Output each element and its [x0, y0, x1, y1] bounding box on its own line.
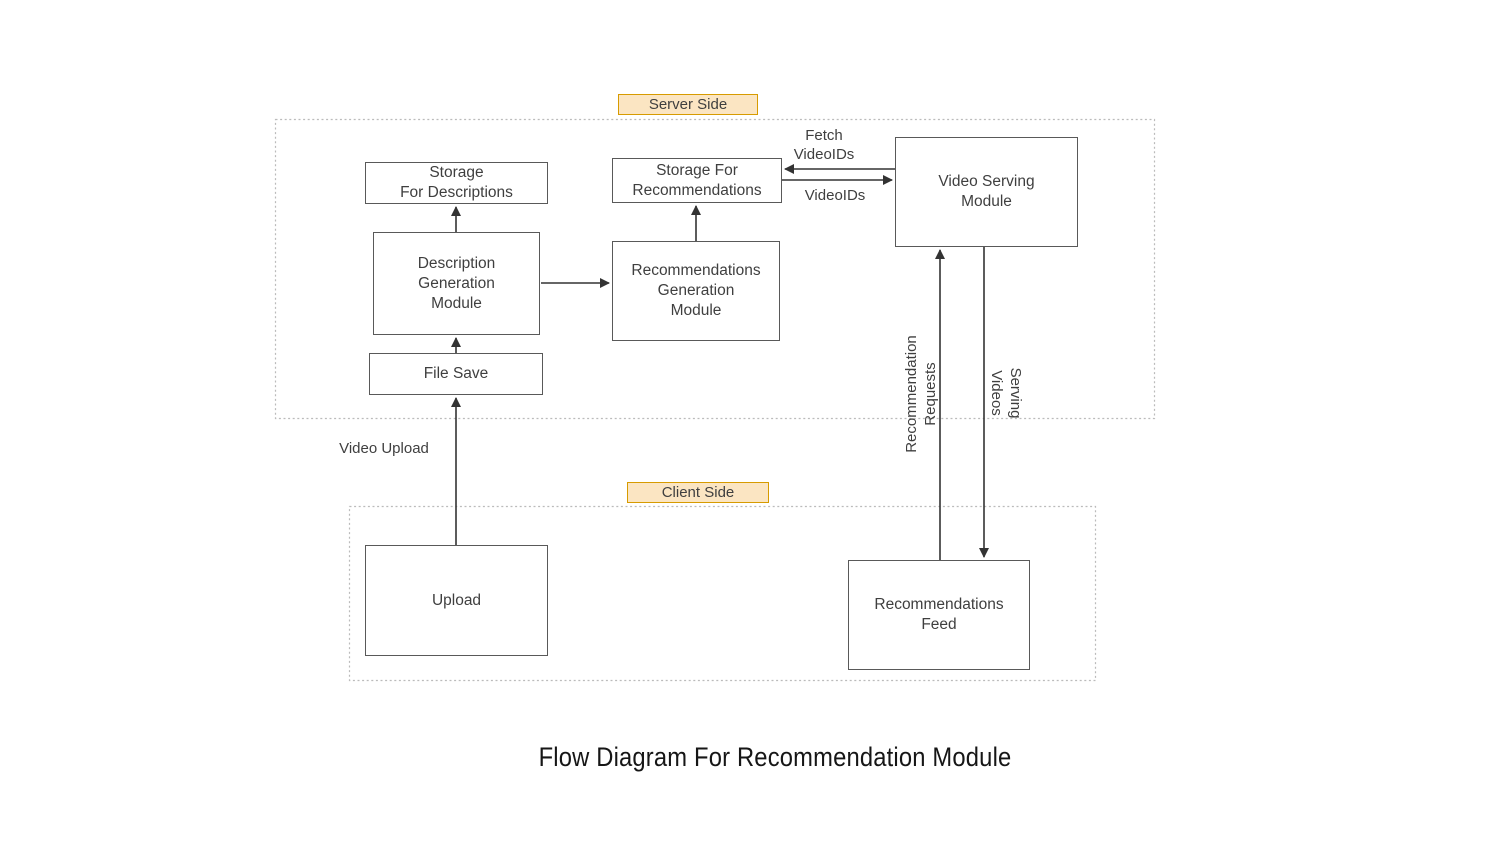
client-side-label: Client Side — [627, 482, 769, 503]
edge-label-fetch-videoids: Fetch VideoIDs — [793, 127, 855, 163]
diagram-title: Flow Diagram For Recommendation Module — [538, 742, 1012, 772]
server-side-label: Server Side — [618, 94, 758, 115]
node-upload: Upload — [365, 545, 548, 656]
node-video-serving-module: Video Serving Module — [895, 137, 1078, 247]
node-description-generation-module: Description Generation Module — [373, 232, 540, 335]
node-storage-for-recommendations: Storage For Recommendations — [612, 158, 782, 203]
edge-label-videoids: VideoIDs — [804, 187, 866, 204]
client-side-boundary — [348, 505, 1097, 682]
edge-label-serving-videos: Serving Videos — [988, 367, 1024, 419]
node-file-save: File Save — [369, 353, 543, 395]
node-recommendations-generation-module: Recommendations Generation Module — [612, 241, 780, 341]
edge-label-recommendation-requests: Recommendation Requests — [903, 335, 939, 453]
node-recommendations-feed: Recommendations Feed — [848, 560, 1030, 670]
node-storage-for-descriptions: Storage For Descriptions — [365, 162, 548, 204]
edge-label-video-upload: Video Upload — [339, 440, 429, 457]
